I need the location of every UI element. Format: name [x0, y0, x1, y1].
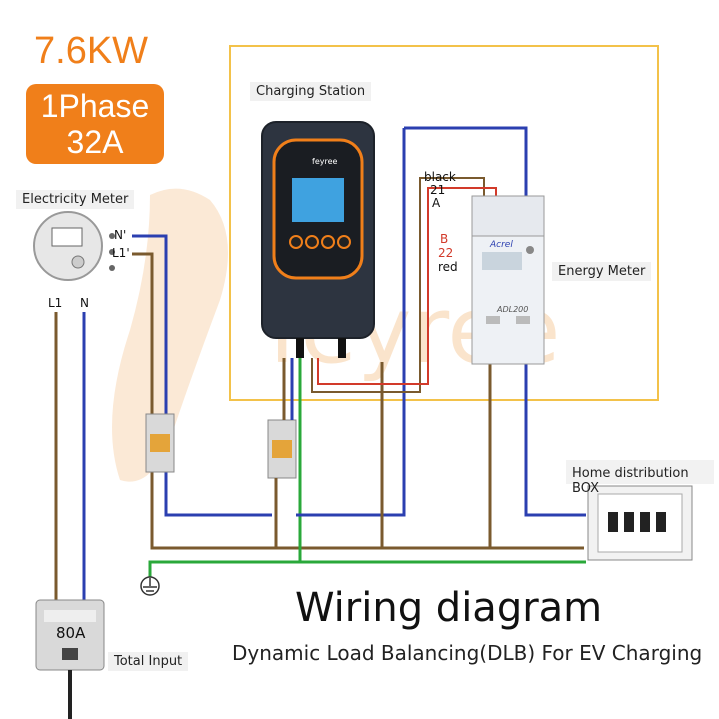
- phase-badge: 1Phase 32A: [26, 84, 164, 164]
- energy-meter-label: Energy Meter: [552, 262, 652, 281]
- watermark-logo-shape: [112, 188, 228, 482]
- charging-station-label: Charging Station: [250, 82, 372, 101]
- energy-meter-led: [526, 246, 534, 254]
- main-breaker: [35, 599, 105, 671]
- home-box-label-bg: [566, 460, 714, 484]
- electricity-meter-dial: [71, 255, 85, 269]
- wiring-subtitle: Dynamic Load Balancing(DLB) For EV Charg…: [232, 641, 703, 665]
- current-label: 32A: [66, 124, 124, 160]
- energy-meter-display: [482, 252, 522, 270]
- label-n-prime: N': [114, 228, 127, 242]
- charger-screen: [292, 178, 344, 222]
- wire-l1-prime: [132, 252, 584, 550]
- charger-brand: feyree: [312, 157, 338, 166]
- label-l1: L1: [48, 296, 63, 310]
- wire-earth: [148, 560, 586, 585]
- label-red: red: [438, 260, 458, 274]
- wire-signal-red: [317, 187, 497, 385]
- wire-n-prime: [132, 234, 272, 517]
- label-21: 21: [430, 183, 446, 197]
- breaker-1: [145, 413, 175, 473]
- meter-terminal-pe: [109, 265, 115, 271]
- label-n: N: [80, 296, 89, 310]
- electricity-meter-display: [51, 227, 83, 247]
- total-input-label: Total Input: [108, 652, 189, 671]
- home-box-label: Home distribution BOX: [572, 466, 689, 496]
- charger-button-2: [305, 235, 319, 249]
- wire-signal-black: [311, 177, 485, 393]
- label-a: A: [432, 196, 441, 210]
- main-breaker-rating: 80A: [56, 624, 86, 642]
- electricity-meter-label: Electricity Meter: [16, 190, 135, 209]
- home-distribution-box: [587, 485, 693, 561]
- wire-neutral-loop: [296, 128, 406, 517]
- charging-station-unit: [261, 121, 375, 358]
- phase-label: 1Phase: [40, 88, 150, 124]
- energy-meter-unit: [471, 195, 545, 365]
- power-title: 7.6KW: [34, 30, 149, 72]
- meter-terminal-l1: [109, 249, 115, 255]
- meter-terminal-n: [109, 233, 115, 239]
- charger-button-4: [337, 235, 351, 249]
- label-22: 22: [438, 246, 454, 260]
- wiring-title: Wiring diagram: [295, 585, 603, 631]
- label-black: black: [424, 170, 456, 184]
- breaker-2: [267, 419, 297, 479]
- label-l1-prime: L1': [112, 246, 130, 260]
- charging-station-frame: [229, 45, 659, 401]
- energy-meter-brand: Acrel: [489, 240, 513, 250]
- charger-button-3: [321, 235, 335, 249]
- earth-symbol-icon: [140, 576, 160, 596]
- label-b: B: [440, 232, 449, 246]
- charger-button-1: [289, 235, 303, 249]
- energy-meter-model: ADL200: [496, 305, 528, 314]
